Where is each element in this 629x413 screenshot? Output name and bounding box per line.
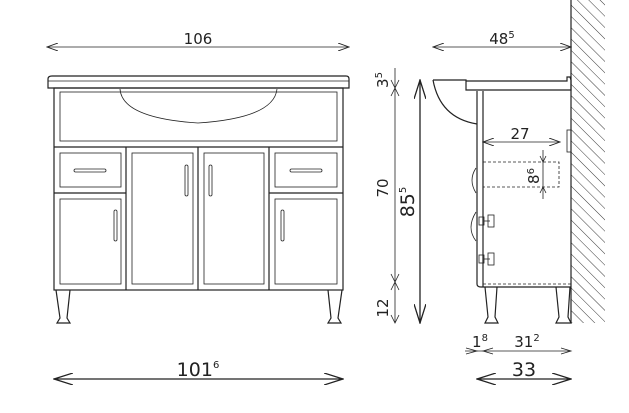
side-handle <box>471 167 477 194</box>
drawer-height-arrows <box>539 155 547 194</box>
depth-top-label: 485 <box>489 30 514 48</box>
hinge <box>478 214 495 228</box>
wall-hatching <box>571 0 605 323</box>
door-center-right <box>203 152 265 285</box>
leg-height-label: 12 <box>374 298 392 317</box>
total-height-label: 855 <box>397 187 419 218</box>
door-handle <box>113 209 118 242</box>
side-leg-front <box>484 286 499 324</box>
width-bottom-label: 1016 <box>177 359 220 381</box>
drawer-dashed-outline <box>482 161 560 188</box>
total-depth-label: 33 <box>512 359 536 381</box>
top-panel <box>59 91 338 142</box>
door-handle <box>184 164 189 197</box>
side-basin <box>432 79 478 125</box>
drawer-left <box>59 152 122 188</box>
side-handle <box>470 211 477 242</box>
basin-outline <box>119 88 278 124</box>
inner-depth-label: 27 <box>510 125 529 143</box>
side-body <box>476 91 571 288</box>
drawer-handle <box>289 168 323 173</box>
body-depth-label: 312 <box>514 333 539 351</box>
door-handle <box>280 209 285 242</box>
side-view: 485 27 86 18 312 33 <box>433 0 605 381</box>
front-thickness-label: 18 <box>472 333 488 351</box>
drawer-right <box>274 152 338 188</box>
drawer-height-label: 86 <box>525 168 543 184</box>
countertop-height-label: 35 <box>374 72 392 88</box>
depth-arrows <box>465 347 573 355</box>
height-dimensions: 35 70 12 855 <box>374 68 420 323</box>
door-right <box>274 198 338 285</box>
body-height-label: 70 <box>374 178 392 197</box>
drawer-handle <box>73 168 107 173</box>
door-center-left <box>131 152 194 285</box>
door-handle <box>208 164 213 197</box>
door-left <box>59 198 122 285</box>
front-view: 106 1016 <box>47 30 349 381</box>
hinge <box>478 252 495 266</box>
height-arrows <box>390 79 400 324</box>
side-countertop <box>433 76 572 91</box>
width-top-label: 106 <box>184 30 213 48</box>
leg-left <box>55 289 72 324</box>
wall-bracket <box>566 129 572 153</box>
leg-right <box>326 289 343 324</box>
side-leg-back <box>555 286 572 324</box>
countertop <box>47 75 350 89</box>
